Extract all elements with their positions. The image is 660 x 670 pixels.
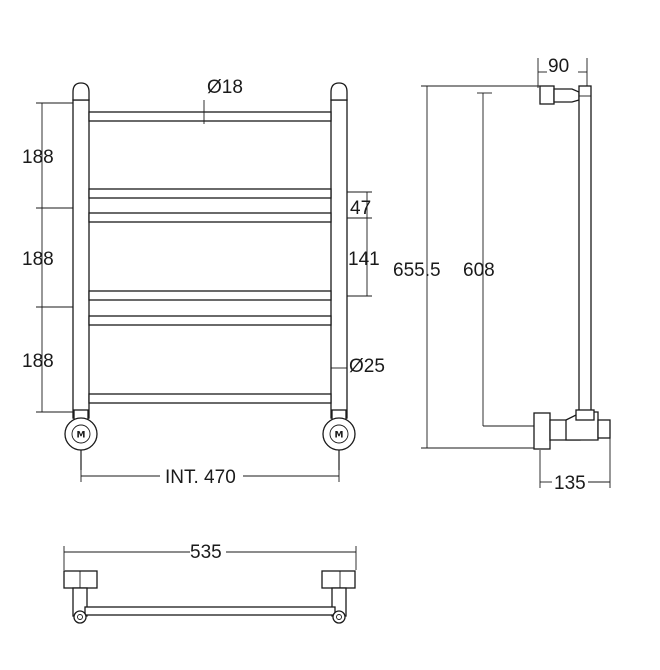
top-view: 535 xyxy=(63,542,357,624)
overall-height-label: 655.5 xyxy=(393,260,441,281)
top-view-bar xyxy=(84,606,336,616)
top-wall-bracket xyxy=(539,85,555,105)
spacing-top-label: 188 xyxy=(22,147,54,168)
left-valve: M xyxy=(64,409,98,470)
bar-diameter-label: Ø18 xyxy=(207,77,243,98)
bar-pair-pitch-label: 141 xyxy=(348,249,380,270)
bar-1 xyxy=(88,111,332,122)
bar-4 xyxy=(88,290,332,301)
bar-diameter-callout: Ø18 xyxy=(203,77,243,124)
wall-offset-bottom-label: 135 xyxy=(554,473,586,494)
overall-width-label: 535 xyxy=(190,542,222,563)
right-valve-letter: M xyxy=(335,431,344,441)
left-post xyxy=(72,99,90,419)
bar-pair-gap-label: 47 xyxy=(350,198,371,219)
left-post-cap xyxy=(72,82,90,101)
right-post xyxy=(330,99,348,419)
wall-offset-top-label: 90 xyxy=(548,56,569,77)
bar-5 xyxy=(88,315,332,326)
top-view-right-bracket xyxy=(321,570,356,589)
left-spacing-dimensions: 188 188 188 xyxy=(22,102,73,413)
bar-2 xyxy=(88,188,332,199)
top-view-left-bracket xyxy=(63,570,98,589)
side-view: 655.5 608 90 135 xyxy=(393,56,611,494)
post-height-label: 608 xyxy=(463,260,495,281)
side-post xyxy=(578,85,592,417)
spacing-middle-label: 188 xyxy=(22,249,54,270)
front-view: M M 188 188 188 Ø18 xyxy=(22,77,385,488)
spacing-bottom-label: 188 xyxy=(22,351,54,372)
bar-3 xyxy=(88,212,332,223)
internal-width-label: INT. 470 xyxy=(165,467,236,488)
bottom-wall-bracket xyxy=(533,412,551,450)
left-valve-letter: M xyxy=(77,431,86,441)
bar-6 xyxy=(88,393,332,404)
internal-width-dimension: INT. 470 xyxy=(80,467,340,488)
bar-pair-dimensions: 47 141 xyxy=(347,191,380,297)
right-valve: M xyxy=(322,409,356,470)
post-diameter-callout: Ø25 xyxy=(331,356,385,377)
right-post-cap xyxy=(330,82,348,101)
post-diameter-label: Ø25 xyxy=(349,356,385,377)
